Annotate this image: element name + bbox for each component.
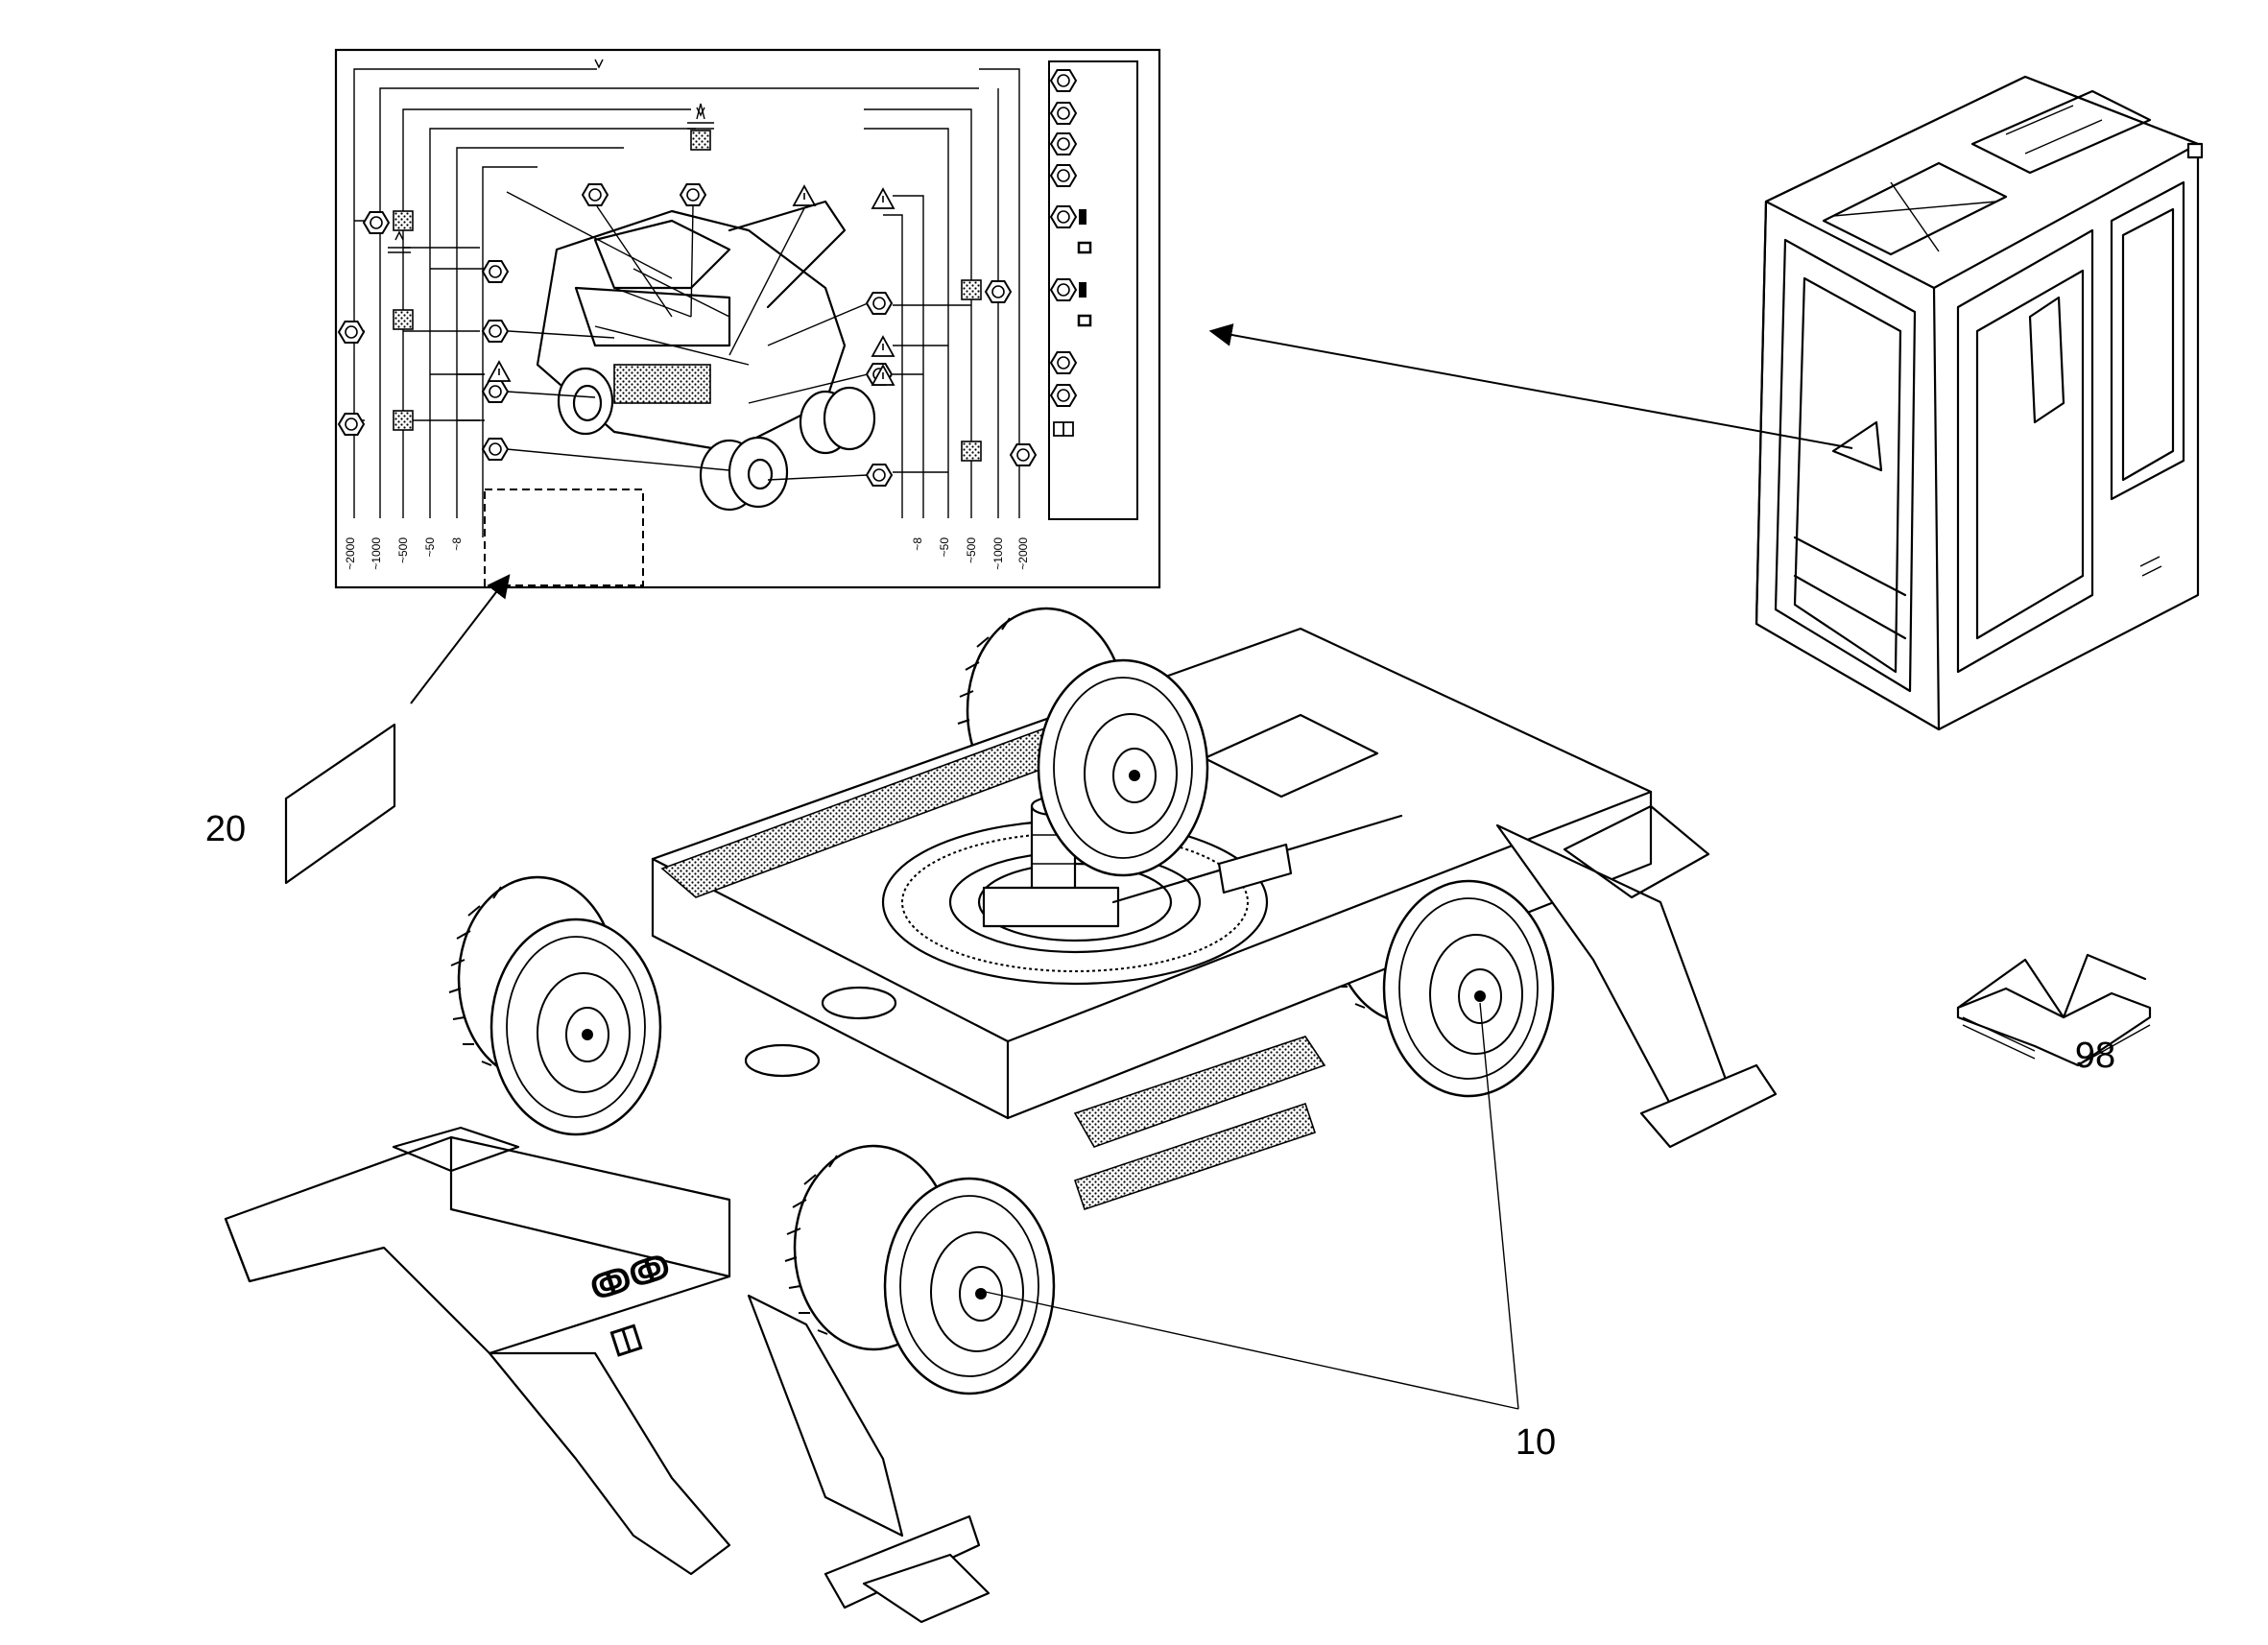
callout-98: 98 xyxy=(2075,1036,2115,1076)
scale-left-8: ~8 xyxy=(450,537,464,551)
operator-cab xyxy=(1755,75,2204,731)
undercarriage: ↂↂ ◫ xyxy=(224,607,1778,1624)
scale-right-2000: ~2000 xyxy=(1016,537,1030,570)
blank-label-area xyxy=(484,489,644,586)
scale-left-500: ~500 xyxy=(396,537,410,563)
scale-left-2000: ~2000 xyxy=(344,537,357,570)
scale-labels-right: ~8 ~50 ~500 ~1000 ~2000 xyxy=(911,537,1030,570)
scale-labels-left: ~2000 ~1000 ~500 ~50 ~8 xyxy=(344,537,464,570)
scale-right-500: ~500 xyxy=(965,537,978,563)
decal-sheet xyxy=(284,723,396,885)
lube-chart-machine-sketch xyxy=(506,191,876,512)
svg-text:◫: ◫ xyxy=(606,1317,646,1361)
scale-right-50: ~50 xyxy=(938,537,951,558)
interval-lines-right xyxy=(864,68,1020,518)
operator-manual-book xyxy=(1956,953,2152,1067)
arrow-cab-to-chart xyxy=(1208,323,1853,449)
scale-left-50: ~50 xyxy=(423,537,437,558)
callout-10: 10 xyxy=(1516,1422,1556,1463)
scale-left-1000: ~1000 xyxy=(370,537,383,570)
scale-right-8: ~8 xyxy=(911,537,924,551)
arrow-decal-to-chart xyxy=(410,574,511,704)
interval-symbols xyxy=(338,59,1037,487)
callout-20: 20 xyxy=(205,809,246,849)
scale-right-1000: ~1000 xyxy=(991,537,1005,570)
leader-lines-10 xyxy=(980,1002,1519,1410)
lube-symbol-column xyxy=(1050,69,1092,437)
lube-chart-decal: ~2000 ~1000 ~500 ~50 ~8 ~8 ~50 ~500 ~100… xyxy=(334,48,1161,589)
